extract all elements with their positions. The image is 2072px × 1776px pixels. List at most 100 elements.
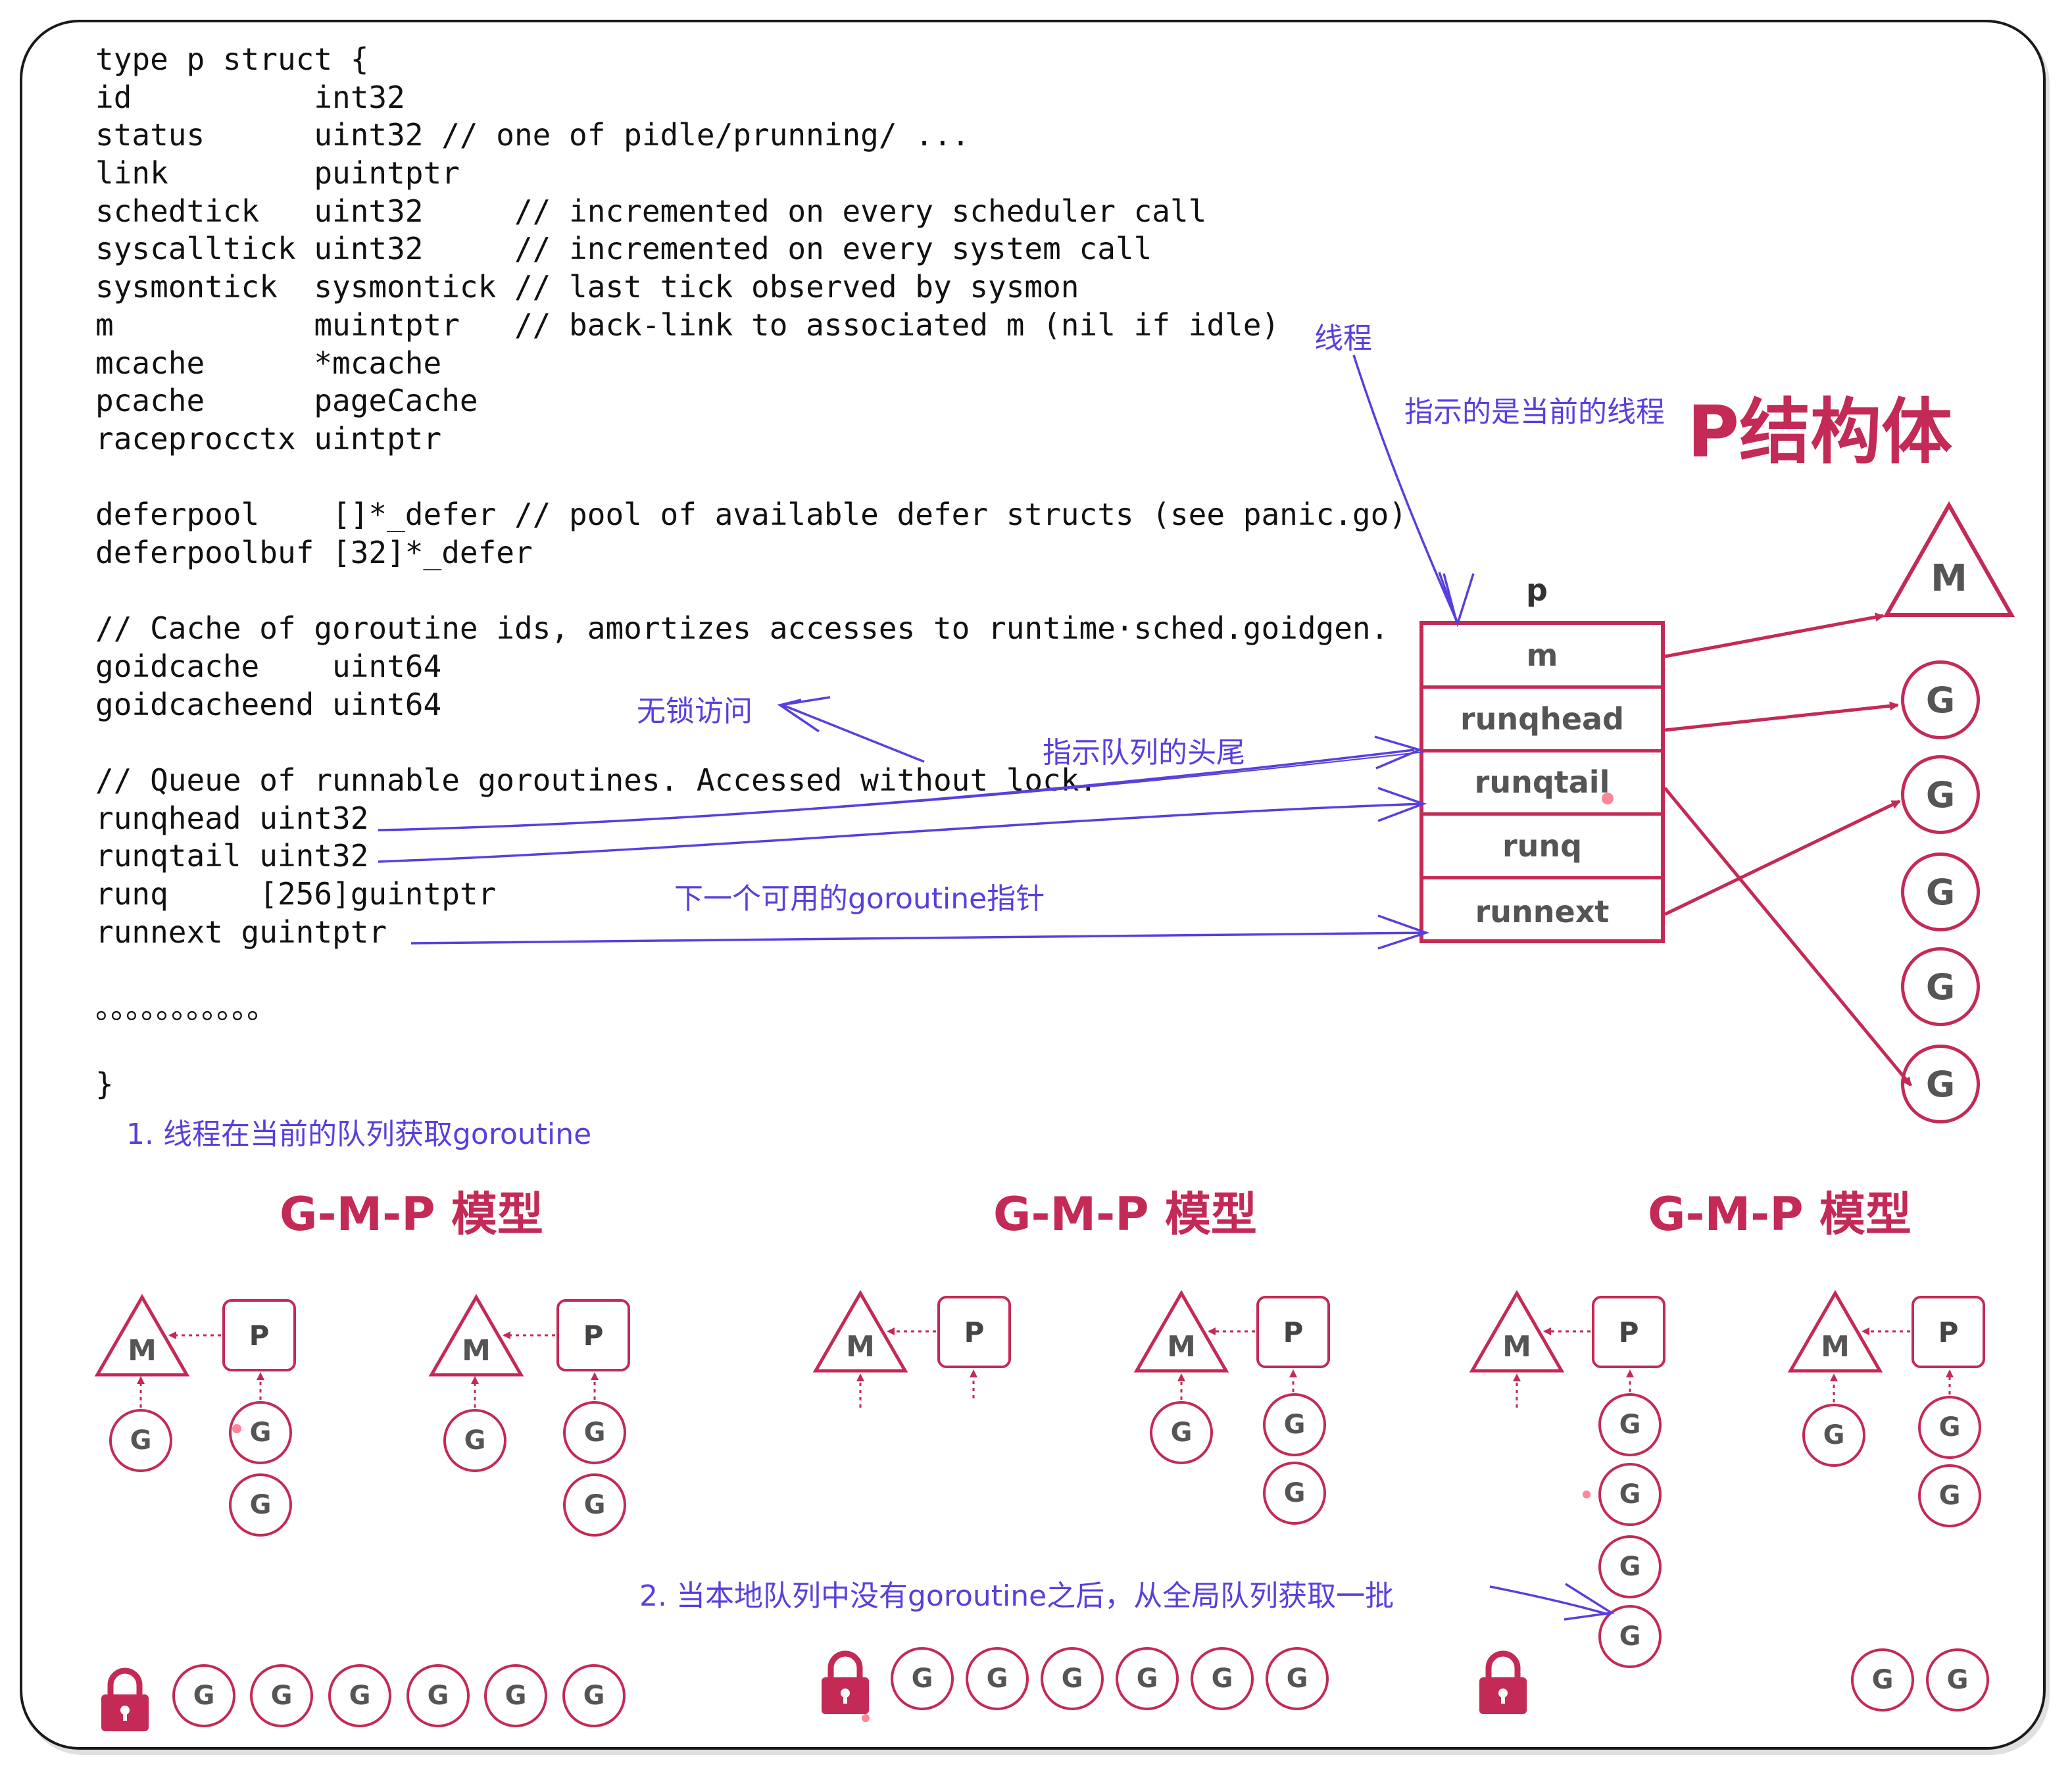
code-line: syscalltick uint32 // incremented on eve… — [95, 231, 1152, 267]
g-node: G — [1598, 1393, 1662, 1456]
g-node: G — [1150, 1401, 1213, 1464]
pointer-dot — [1602, 793, 1614, 804]
connector-runnext — [1664, 799, 1901, 916]
global-queue-g: G — [1041, 1647, 1104, 1710]
p-node: P — [222, 1299, 296, 1371]
connector-runqtail — [1664, 787, 1912, 1087]
pointer-dot — [232, 1424, 241, 1433]
g-node: G — [563, 1401, 626, 1464]
p-node: P — [937, 1296, 1011, 1368]
g-node: G — [1901, 755, 1980, 834]
svg-text:M: M — [462, 1334, 491, 1368]
gmp-title-1: G-M-P 模型 — [280, 1187, 543, 1241]
code-line: runnext guintptr — [95, 914, 387, 950]
g-node: G — [1901, 1045, 1980, 1123]
svg-text:M: M — [1821, 1330, 1850, 1364]
connector-m — [1664, 612, 1885, 658]
global-queue-g: G — [891, 1647, 954, 1710]
global-queue-g: G — [1191, 1647, 1254, 1710]
code-line: id int32 — [95, 79, 405, 115]
g-node: G — [443, 1409, 506, 1472]
p-field-runqtail: runqtail — [1423, 752, 1661, 816]
svg-text:M: M — [1931, 557, 1967, 600]
pointer-dot — [1583, 1491, 1591, 1498]
g-node: G — [229, 1401, 292, 1464]
g-node: G — [1598, 1463, 1662, 1526]
gmp-title-3: G-M-P 模型 — [1648, 1187, 1912, 1241]
p-field-m: m — [1423, 625, 1661, 689]
svg-text:M: M — [846, 1330, 875, 1364]
global-queue-g: G — [562, 1664, 626, 1727]
connector-runqhead — [1664, 701, 1899, 732]
code-line: // Cache of goroutine ids, amortizes acc… — [95, 610, 1389, 647]
code-line: deferpoolbuf [32]*_defer — [95, 534, 533, 570]
g-node: G — [1901, 947, 1980, 1026]
p-struct-title: P结构体 — [1687, 391, 1953, 474]
code-line: deferpool []*_defer // pool of available… — [95, 497, 1407, 533]
g-node: G — [563, 1473, 626, 1537]
g-node: G — [1901, 660, 1980, 739]
code-line: runqhead uint32 — [95, 800, 369, 836]
g-node: G — [229, 1473, 292, 1537]
global-queue-g: G — [484, 1664, 547, 1727]
g-node: G — [1918, 1396, 1981, 1459]
code-line: runq [256]guintptr — [95, 876, 497, 912]
code-line: runqtail uint32 — [95, 838, 369, 874]
code-line: pcache pageCache — [95, 383, 478, 419]
g-node: G — [1263, 1462, 1326, 1525]
annotation-next-goroutine: 下一个可用的goroutine指针 — [674, 882, 1045, 916]
p-node: P — [1592, 1296, 1665, 1368]
svg-text:M: M — [128, 1334, 157, 1368]
g-node: G — [1598, 1535, 1662, 1598]
global-queue-g: G — [1926, 1648, 1989, 1712]
p-field-runqhead: runqhead — [1423, 689, 1661, 752]
code-line: schedtick uint32 // incremented on every… — [95, 193, 1207, 229]
annotation-arrows — [378, 355, 1615, 1621]
m-node: M — [1883, 501, 2015, 617]
code-line: raceprocctx uintptr — [95, 420, 442, 456]
canvas-frame — [20, 20, 2046, 1750]
gmp-panel-1: M M — [94, 1293, 599, 1408]
global-queue-g: G — [966, 1647, 1029, 1710]
code-line: sysmontick sysmontick // last tick obser… — [95, 269, 1079, 305]
p-node: P — [1256, 1296, 1330, 1368]
code-line: status uint32 // one of pidle/prunning/ … — [95, 117, 970, 153]
p-node: P — [556, 1299, 630, 1371]
code-line: mcache *mcache — [95, 345, 442, 381]
gmp-panel-2: M M — [812, 1289, 1297, 1408]
annotation-queue-head-tail: 指示队列的头尾 — [1043, 736, 1245, 770]
code-line: link puintptr — [95, 155, 460, 191]
annotation-lock-free: 无锁访问 — [637, 695, 752, 728]
code-line: // Queue of runnable goroutines. Accesse… — [95, 762, 1098, 799]
code-line: type p struct { — [95, 41, 369, 77]
svg-text:M: M — [1502, 1330, 1531, 1364]
code-line: 。。。。。。。。。。。 — [95, 990, 277, 1026]
g-node: G — [1901, 852, 1980, 931]
lock-icon — [1479, 1650, 1527, 1714]
annotation-current-thread: 指示的是当前的线程 — [1404, 395, 1665, 429]
code-line: goidcacheend uint64 — [95, 686, 442, 722]
svg-text:M: M — [1167, 1330, 1196, 1364]
gmp-panel-3: M M — [1469, 1289, 1954, 1408]
global-queue-g: G — [1851, 1648, 1914, 1712]
global-queue-g: G — [250, 1664, 313, 1727]
g-node: G — [109, 1409, 172, 1472]
g-node: G — [1918, 1464, 1981, 1527]
g-node: G — [1263, 1393, 1326, 1456]
code-line: goidcache uint64 — [95, 649, 442, 684]
global-queue-g: G — [328, 1664, 391, 1727]
code-line: } — [95, 1066, 114, 1102]
gmp-title-2: G-M-P 模型 — [993, 1187, 1257, 1241]
annotation-step-1: 1. 线程在当前的队列获取goroutine — [126, 1118, 592, 1151]
code-line: m muintptr // back-link to associated m … — [95, 307, 1280, 343]
lock-icon — [101, 1667, 149, 1731]
lock-icon — [822, 1650, 869, 1714]
g-node: G — [1802, 1404, 1865, 1467]
global-queue-g: G — [407, 1664, 470, 1727]
pointer-dot — [862, 1714, 870, 1722]
p-field-runnext: runnext — [1475, 893, 1610, 929]
p-struct-box: m runqhead runqtail runq runnext — [1419, 621, 1665, 943]
